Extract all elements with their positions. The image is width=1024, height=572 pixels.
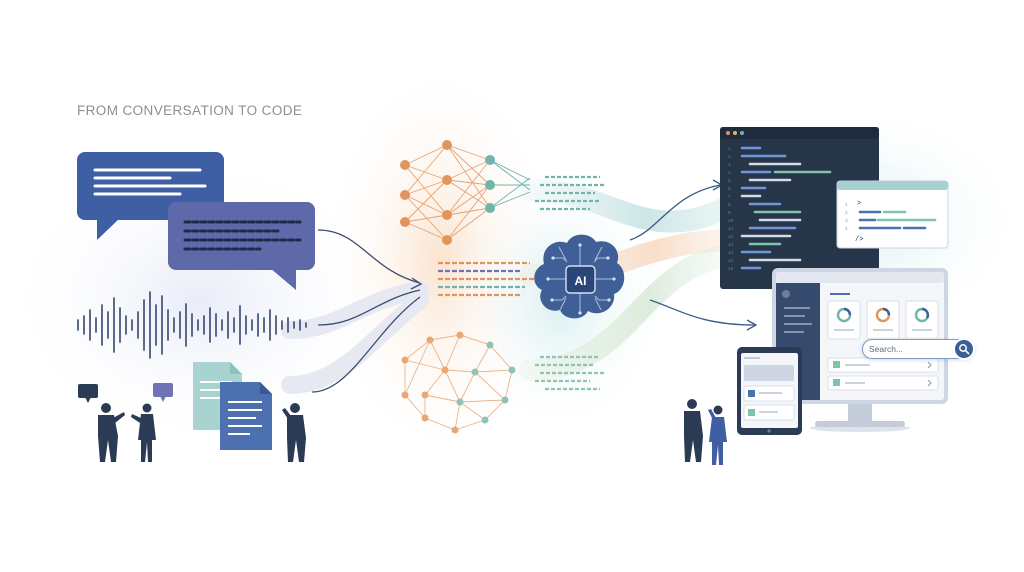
snippet-line-number: 1 [845, 202, 848, 208]
page-title: FROM CONVERSATION TO CODE [77, 103, 303, 118]
code-line-number: 12 [728, 234, 734, 240]
neural-network-icon [400, 140, 605, 245]
brain-chip-icon: AI [534, 234, 625, 319]
search-input[interactable] [869, 341, 943, 357]
code-line-number: 9 [728, 210, 731, 216]
tablet-icon [737, 347, 802, 435]
code-line-number: 13 [728, 242, 734, 248]
code-line-number: 8 [728, 202, 731, 208]
code-line-number: 10 [728, 218, 734, 224]
code-line-number: 6 [728, 186, 731, 192]
code-line-number: 11 [728, 226, 734, 232]
code-line-number: 14 [728, 250, 734, 256]
code-line-number: 16 [728, 266, 734, 272]
snippet-window-icon: 1 2 3 4 > /> [836, 180, 949, 249]
people-group-left [78, 383, 306, 462]
search-button[interactable] [953, 338, 975, 360]
monitor-icon [772, 268, 948, 432]
prompt-symbol: > [857, 200, 861, 208]
input-connectors [311, 229, 423, 393]
snippet-line-number: 4 [845, 226, 848, 232]
chat-bubble-reply-icon [168, 202, 315, 290]
code-line-number: 7 [728, 194, 731, 200]
search-bar[interactable] [862, 338, 975, 360]
ai-label: AI [575, 274, 587, 288]
code-line-number: 1 [728, 146, 731, 152]
code-line-number: 2 [728, 154, 731, 160]
code-line-number: 3 [728, 162, 731, 168]
snippet-line-number: 3 [845, 218, 848, 224]
snippet-line-numbers: 1 2 3 4 [845, 202, 848, 232]
search-icon [959, 344, 970, 355]
document-icon [193, 362, 272, 450]
sound-wave-icon [77, 291, 307, 359]
closing-tag: /> [855, 236, 863, 244]
neural-mesh-icon [401, 331, 605, 434]
snippet-line-number: 2 [845, 210, 848, 216]
code-line-number: 15 [728, 258, 734, 264]
code-line-number: 5 [728, 178, 731, 184]
output-connectors [629, 179, 758, 331]
people-group-right [684, 399, 727, 465]
code-line-number: 4 [728, 170, 731, 176]
token-stream [438, 261, 535, 297]
